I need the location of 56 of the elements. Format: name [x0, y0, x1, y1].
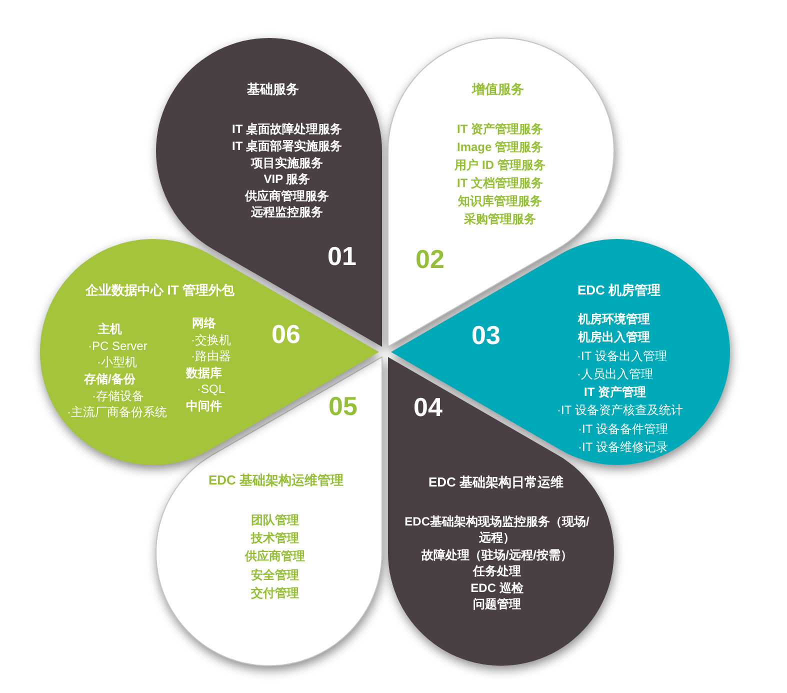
petal-number: 02: [416, 243, 444, 276]
list-item: ·路由器: [191, 349, 231, 365]
list-item: IT 文档管理服务: [457, 176, 543, 192]
list-item: IT 桌面故障处理服务: [232, 122, 342, 138]
subheading: 数据库: [186, 366, 222, 382]
list-item: ·小型机: [97, 355, 137, 371]
list-item: ·SQL: [197, 382, 226, 398]
subheading: IT 资产管理: [584, 385, 646, 401]
list-item: ·IT 设备维修记录: [578, 440, 668, 456]
list-item: 安全管理: [251, 568, 299, 584]
list-item: IT 桌面部署实施服务: [232, 139, 342, 155]
subheading: 机房环境管理: [578, 312, 650, 328]
subheading: 主机: [98, 322, 122, 338]
petal: [40, 239, 379, 465]
list-item: EDC基础架构现场监控服务（现场/远程）: [404, 514, 590, 546]
subheading: 存储/备份: [84, 372, 136, 388]
list-item: 项目实施服务: [251, 156, 323, 172]
petal-number: 04: [414, 391, 442, 424]
petal-number: 06: [272, 318, 300, 352]
list-item: 采购管理服务: [464, 212, 536, 228]
list-item: EDC 巡检: [470, 581, 524, 597]
list-item: 供应商管理服务: [245, 189, 329, 205]
list-item: ·IT 设备出入管理: [577, 349, 667, 365]
petal-heading: EDC 基础架构日常运维: [428, 474, 564, 492]
list-item: ·存储设备: [92, 389, 144, 405]
list-item: ·PC Server: [88, 339, 148, 355]
petal-heading: EDC 机房管理: [577, 282, 661, 300]
list-item: 用户 ID 管理服务: [454, 158, 546, 174]
list-item: IT 资产管理服务: [457, 122, 543, 138]
list-item: 技术管理: [251, 531, 299, 547]
petal-number: 01: [328, 240, 356, 274]
list-item: 团队管理: [251, 513, 299, 529]
petal-heading: 企业数据中心 IT 管理外包: [86, 282, 234, 300]
petal: [391, 239, 730, 465]
list-item: ·交换机: [191, 333, 231, 349]
list-item: 任务处理: [473, 564, 521, 580]
petal-heading: 基础服务: [247, 82, 299, 98]
list-item: 供应商管理: [245, 549, 305, 565]
subheading: 中间件: [186, 399, 222, 415]
petal-heading: EDC 基础架构运维管理: [208, 472, 344, 490]
list-item: 知识库管理服务: [458, 194, 542, 210]
subheading: 网络: [192, 316, 216, 332]
petal-number: 03: [472, 319, 500, 352]
list-item: 交付管理: [251, 586, 299, 602]
petal-heading: 增值服务: [472, 82, 524, 98]
subheading: 机房出入管理: [578, 330, 650, 346]
list-item: ·人员出入管理: [577, 367, 653, 383]
petal-number: 05: [328, 390, 358, 424]
list-item: 问题管理: [473, 597, 521, 613]
list-item: ·IT 设备备件管理: [578, 422, 668, 438]
list-item: VIP 服务: [264, 172, 310, 188]
list-item: 远程监控服务: [251, 205, 323, 221]
list-item: ·主流厂商备份系统: [67, 405, 167, 421]
list-item: 故障处理（驻场/远程/按需）: [422, 548, 572, 564]
list-item: Image 管理服务: [457, 140, 543, 156]
list-item: ·IT 设备资产核查及统计: [557, 403, 683, 419]
